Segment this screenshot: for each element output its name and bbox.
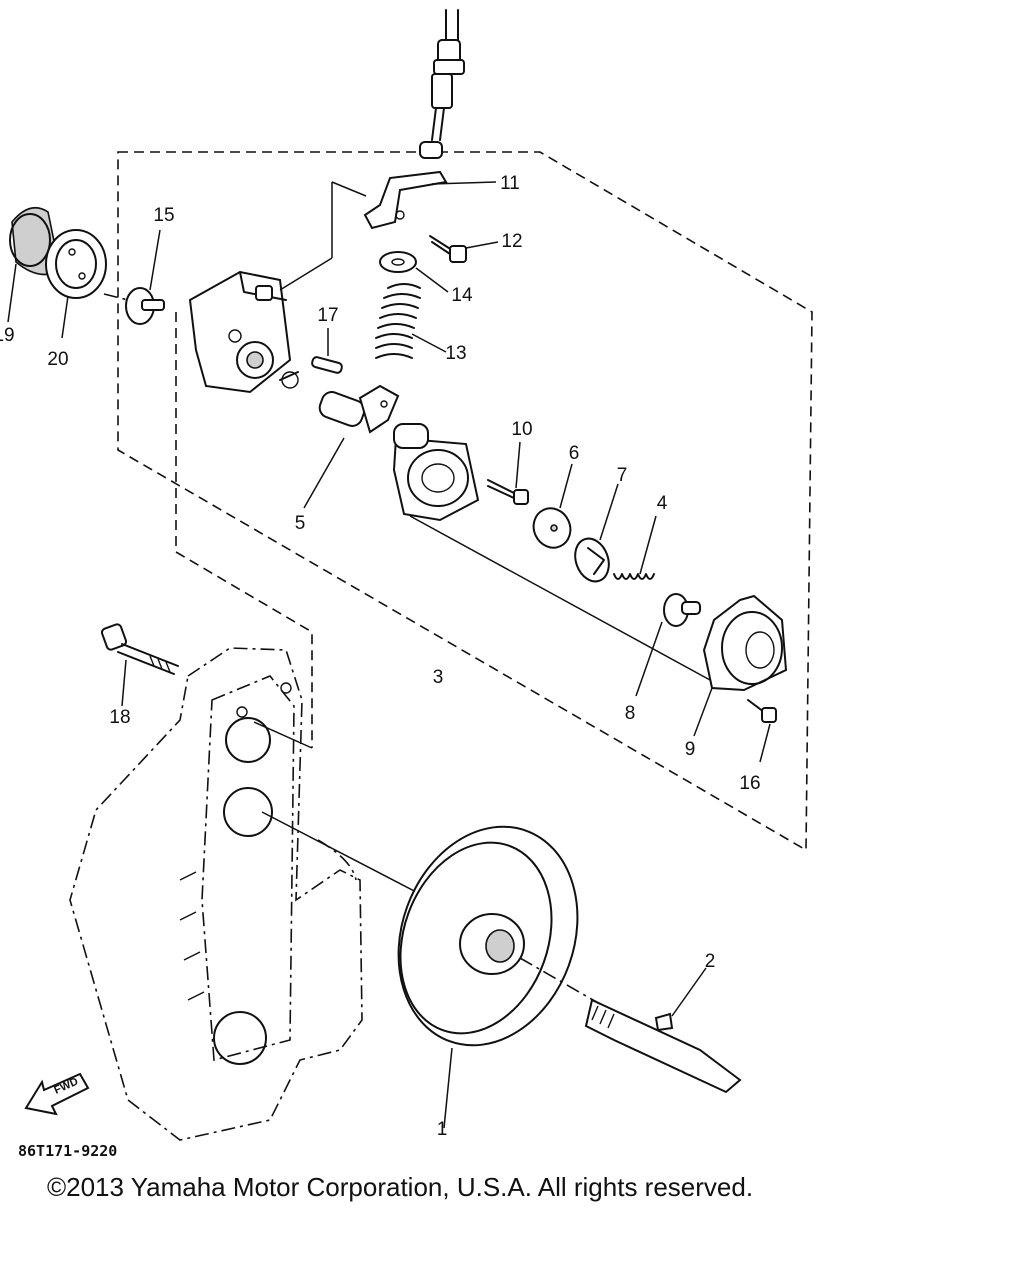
copyright-notice: ©2013 Yamaha Motor Corporation, U.S.A. A… (46, 1172, 754, 1202)
part-11-bracket (363, 170, 497, 230)
part-13-spring (375, 283, 447, 359)
part-17-pin (311, 328, 343, 374)
label-part-15: 15 (153, 205, 174, 226)
label-part-8: 8 (625, 703, 636, 724)
label-part-18: 18 (109, 707, 130, 728)
label-part-5: 5 (295, 513, 306, 534)
part-2-key (654, 967, 707, 1032)
part-4-spring (613, 515, 657, 580)
assembly-boundary (117, 151, 813, 852)
part-16-bolt (747, 699, 777, 763)
label-part-2: 2 (705, 951, 716, 972)
label-part-11: 11 (500, 173, 520, 194)
label-part-20: 20 (47, 349, 68, 370)
label-part-7: 7 (617, 465, 628, 486)
label-part-3: 3 (433, 667, 444, 688)
part-14-spring-seat (379, 251, 449, 293)
control-cable (419, 9, 465, 159)
part-15-washer (103, 229, 165, 325)
diagram-code: 86T171-9220 (18, 1142, 117, 1160)
part-9-cover (693, 594, 788, 737)
pump-housing (392, 423, 711, 681)
label-part-14: 14 (451, 285, 473, 306)
part-5-shaft (303, 384, 400, 509)
governor-housing (188, 181, 367, 394)
part-6-washer (532, 463, 573, 549)
label-part-13: 13 (445, 343, 466, 364)
part-18-bolt (100, 623, 179, 707)
label-part-10: 10 (511, 419, 532, 440)
label-part-1: 1 (437, 1119, 448, 1140)
drive-shaft (519, 957, 742, 1094)
label-part-4: 4 (657, 493, 668, 514)
label-part-16: 16 (739, 773, 760, 794)
label-part-6: 6 (569, 443, 580, 464)
part-12-bolt (429, 235, 499, 263)
part-8-plunger (635, 593, 701, 697)
fwd-arrow-icon: FWD (24, 1072, 90, 1116)
label-part-9: 9 (685, 739, 696, 760)
part-20-bushing (45, 229, 107, 339)
label-part-17: 17 (317, 305, 338, 326)
label-part-12: 12 (501, 231, 522, 252)
engine-case (69, 647, 421, 1141)
label-part-19: 19 (0, 325, 15, 346)
part-1-sheave (397, 825, 579, 1129)
part-7-retainer (574, 483, 619, 583)
part-labels: 1 2 3 4 5 6 7 8 9 10 11 12 13 14 15 16 1… (0, 173, 761, 1140)
part-10-bolt (487, 441, 529, 505)
